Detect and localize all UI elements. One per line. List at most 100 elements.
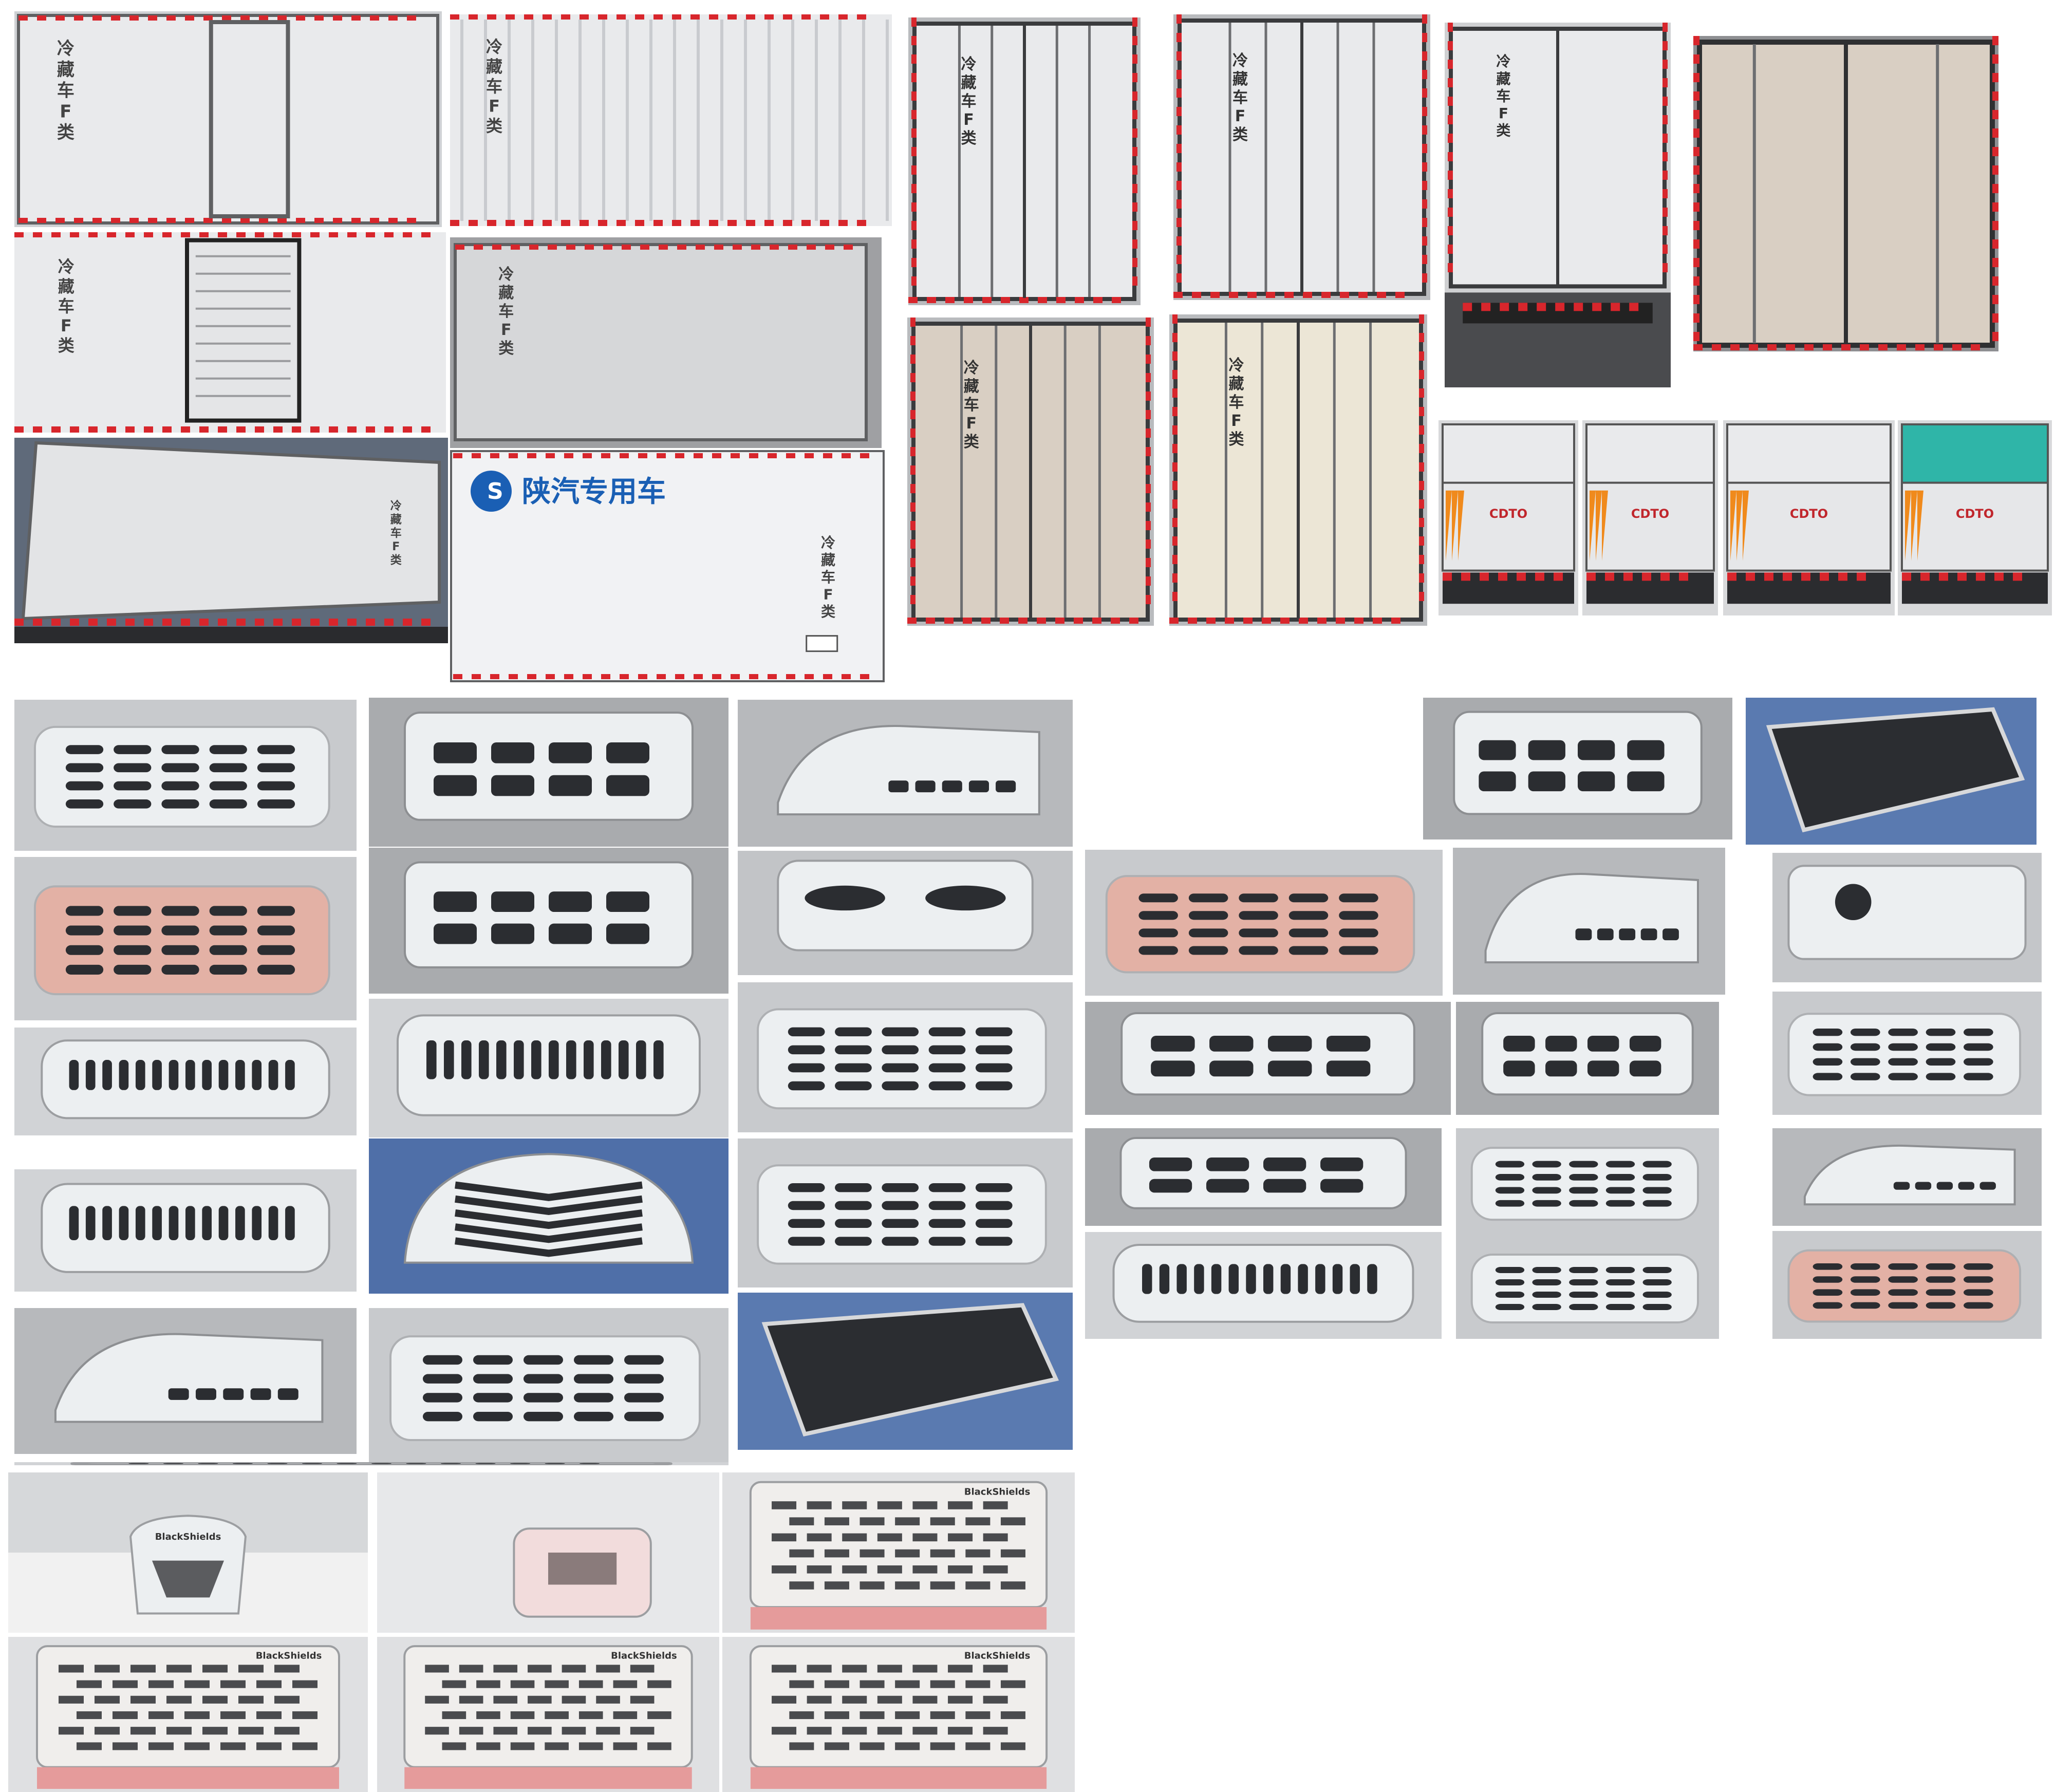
reefer-unit-thermal-master-picture [369,698,728,847]
reefer-unit-lattice [1085,1128,1442,1226]
reefer-unit-3-picture [738,700,1073,847]
reefer-unit-thermal-master-2-picture [738,851,1073,975]
svg-text:藏: 藏 [1229,375,1244,393]
svg-text:BlackShields: BlackShields [964,1487,1031,1498]
reefer-unit-side-vents [738,1138,1073,1287]
svg-text:车: 车 [1232,89,1248,107]
svg-text:类: 类 [57,122,74,143]
svg-text:车: 车 [1496,87,1510,104]
svg-text:F: F [823,586,833,603]
svg-text:类: 类 [964,433,979,451]
reefer-unit-chevron [369,1138,728,1294]
reefer-unit-slim [738,982,1073,1132]
reefer-unit-wide-slots-picture [369,1308,728,1465]
rear-liftgate-teal: CDTO [1898,420,2052,615]
svg-text:藏: 藏 [964,378,979,396]
reefer-unit-small-picture [1772,1128,2042,1226]
svg-text:车: 车 [964,396,979,414]
reefer-unit-pink-picture [1085,850,1443,996]
reefer-unit-thermal-master-2 [738,851,1073,975]
blackshields-unit-2 [377,1472,719,1633]
svg-text:BlackShields: BlackShields [155,1532,221,1542]
svg-text:冷: 冷 [1232,52,1248,70]
reefer-unit-arched [1085,1232,1442,1339]
svg-text:CDTO: CDTO [1631,507,1669,521]
svg-text:冷: 冷 [1496,53,1510,70]
reefer-unit-dark-picture [1746,698,2037,845]
rear-doors-beige-picture [1693,36,1998,351]
svg-text:CDTO: CDTO [1956,507,1994,521]
reefer-unit-arched-picture [1085,1232,1442,1339]
svg-text:F: F [966,415,977,433]
svg-text:车: 车 [390,527,402,540]
rear-liftgate-2-picture: CDTO [1582,420,1718,615]
reefer-unit-angled [1453,848,1725,995]
reefer-unit-vertical-1-picture [14,1028,357,1135]
reefer-unit-vertical-1 [14,1028,357,1135]
blackshields-unit-4: BlackShields [8,1637,368,1792]
rear-liftgate-3-picture: CDTO [1723,420,1895,615]
reefer-unit-pink [1085,850,1443,996]
svg-text:类: 类 [58,336,74,356]
svg-text:藏: 藏 [486,57,502,77]
svg-text:冷: 冷 [961,55,977,73]
reefer-unit-dark [1746,698,2037,845]
reefer-unit-angled-picture [1453,848,1725,995]
reefer-unit-4-picture [1423,698,1732,839]
rear-liftgate-3: CDTO [1723,420,1895,615]
svg-text:藏: 藏 [390,513,402,526]
svg-text:车: 车 [961,92,977,110]
reefer-unit-blue-logo [1772,992,2042,1115]
reefer-unit-kx500e [1456,1128,1719,1237]
svg-text:藏: 藏 [1232,70,1248,88]
reefer-unit-purple [1456,1002,1719,1115]
svg-text:F: F [1235,107,1246,125]
svg-text:藏: 藏 [498,284,514,302]
reefer-unit-small [1772,1128,2042,1226]
svg-text:类: 类 [961,129,977,147]
svg-text:CDTO: CDTO [1489,507,1527,521]
reefer-unit-lattice-picture [1085,1128,1442,1226]
reefer-unit-blue-logo-picture [1772,992,2042,1115]
rear-liftgate-2: CDTO [1582,420,1718,615]
svg-text:BlackShields: BlackShields [964,1650,1031,1661]
svg-text:藏: 藏 [821,551,835,568]
reefer-unit-vertical-3 [14,1169,357,1292]
svg-text:BlackShields: BlackShields [256,1650,322,1661]
blackshields-unit-6: BlackShields [722,1637,1075,1792]
svg-text:车: 车 [486,77,502,96]
rear-liftgate-1: CDTO [1438,420,1578,615]
reefer-unit-wide-picture [1085,1002,1451,1115]
reefer-unit-wide-slots [369,1308,728,1465]
svg-text:类: 类 [390,554,402,567]
reefer-unit-fan [738,1293,1073,1450]
blackshields-unit-5: BlackShields [377,1637,719,1792]
blackshields-unit-4-picture: BlackShields [8,1637,368,1792]
svg-text:冷: 冷 [390,499,402,513]
reefer-unit-arched-2-picture [14,1462,728,1465]
reefer-unit-1-picture [14,700,357,851]
svg-text:F: F [392,540,400,553]
svg-text:藏: 藏 [1496,70,1510,87]
reefer-unit-mitsubishi-picture [369,848,728,994]
svg-text:类: 类 [498,340,514,358]
svg-text:冷: 冷 [498,266,514,284]
svg-text:F: F [489,96,500,116]
svg-text:F: F [501,321,512,339]
svg-text:F: F [1499,105,1508,122]
